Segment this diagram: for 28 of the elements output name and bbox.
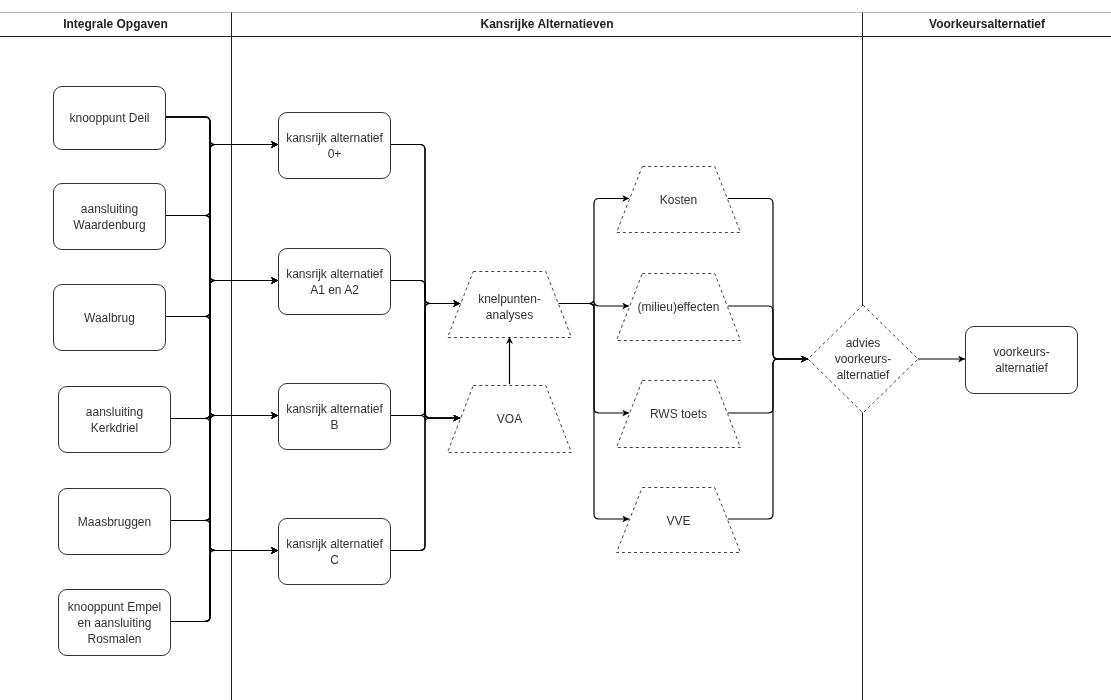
node-label: VOA <box>495 411 524 427</box>
process-box: kansrijk alternatief B <box>278 383 391 450</box>
node-label: RWS toets <box>648 406 709 422</box>
process-box: aansluiting Waardenburg <box>53 183 166 250</box>
process-box: Waalbrug <box>53 284 166 351</box>
connector-arrow <box>390 414 461 552</box>
node-label: knelpunten-analyses <box>477 291 542 323</box>
lane-header: Kansrijke Alternatieven <box>232 13 862 37</box>
lane-header: Integrale Opgaven <box>0 13 231 37</box>
node-label: VVE <box>665 513 692 529</box>
process-box: Maasbruggen <box>58 488 171 555</box>
connector-arrow <box>917 355 966 363</box>
process-box: aansluiting Kerkdriel <box>58 386 171 453</box>
process-box: knooppunt Empel en aansluiting Rosmalen <box>58 589 171 656</box>
connector-arrow <box>506 336 513 385</box>
connector-arrow <box>727 355 809 520</box>
process-box: kansrijk alternatief 0+ <box>278 112 391 179</box>
process-box: kansrijk alternatief A1 en A2 <box>278 248 391 315</box>
process-box: voorkeurs-alternatief <box>965 326 1078 394</box>
connector-arrow <box>558 302 630 523</box>
node-label: Kosten <box>658 192 699 208</box>
lane-header: Voorkeursalternatief <box>863 13 1111 37</box>
process-box: knooppunt Deil <box>53 86 166 150</box>
swimlane <box>0 12 232 700</box>
node-label: advies voorkeurs-alternatief <box>833 335 893 383</box>
node-label: (milieu)effecten <box>636 299 721 315</box>
process-box: kansrijk alternatief C <box>278 518 391 585</box>
connector-arrow <box>170 547 279 623</box>
